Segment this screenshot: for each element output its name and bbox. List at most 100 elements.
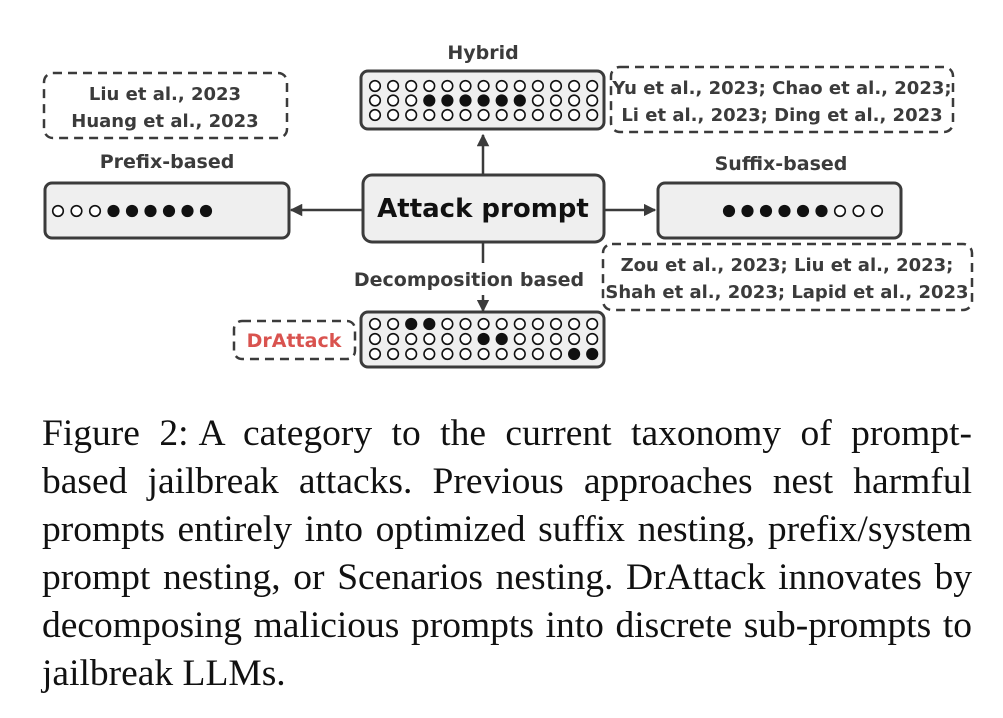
prefix-title: Prefix-based xyxy=(100,151,235,173)
hybrid-token-filled xyxy=(423,94,436,107)
hybrid-token-empty xyxy=(531,94,545,107)
prefix-token-row xyxy=(51,204,213,218)
decomposition-token-filled xyxy=(405,317,418,331)
drattack-label: DrAttack xyxy=(247,330,342,352)
hybrid-token-empty xyxy=(405,79,418,93)
hybrid-token-empty xyxy=(586,94,599,107)
suffix-token-empty xyxy=(852,204,865,218)
hybrid-token-empty xyxy=(513,108,526,122)
hybrid-title: Hybrid xyxy=(447,42,518,64)
decomposition-token-empty xyxy=(531,332,545,346)
decomposition-token-empty xyxy=(567,332,581,346)
hybrid-token-empty xyxy=(549,79,563,93)
caption-label: Figure 2: xyxy=(42,413,189,454)
decomposition-token-empty xyxy=(387,347,400,361)
prefix-token-filled xyxy=(199,204,213,218)
hybrid-token-empty xyxy=(441,108,454,122)
suffix-references: Zou et al., 2023; Liu et al., 2023; Shah… xyxy=(601,242,974,312)
decomposition-token-empty xyxy=(531,347,545,361)
drattack-method: DrAttack xyxy=(232,319,357,361)
prefix-ref-line-1: Liu et al., 2023 xyxy=(89,84,241,105)
hybrid-token-empty xyxy=(405,94,418,107)
prefix-token-filled xyxy=(107,204,120,218)
suffix-ref-line-2: Shah et al., 2023; Lapid et al., 2023 xyxy=(605,282,968,303)
hybrid-token-empty xyxy=(405,108,418,122)
decomposition-token-grid xyxy=(368,317,599,361)
suffix-token-filled xyxy=(741,204,754,218)
hybrid-ref-line-2: Li et al., 2023; Ding et al., 2023 xyxy=(621,105,942,126)
suffix-token-empty xyxy=(870,204,884,218)
decomposition-token-empty xyxy=(549,347,563,361)
prefix-token-filled xyxy=(125,204,139,218)
decomposition-token-empty xyxy=(586,332,599,346)
decomposition-token-empty xyxy=(549,317,563,331)
suffix-token-row xyxy=(722,204,884,218)
hybrid-token-filled xyxy=(441,94,454,107)
hybrid-token-empty xyxy=(567,94,581,107)
figure-caption: Figure 2:A category to the current taxon… xyxy=(42,410,972,698)
suffix-token-filled xyxy=(796,204,810,218)
hybrid-token-empty xyxy=(495,108,508,122)
decomposition-token-empty xyxy=(495,347,508,361)
decomposition-token-filled xyxy=(495,332,508,346)
prefix-token-filled xyxy=(162,204,176,218)
prefix-ref-line-2: Huang et al., 2023 xyxy=(71,111,258,132)
hybrid-token-empty xyxy=(549,108,563,122)
prefix-token-empty xyxy=(88,204,102,218)
decomposition-token-empty xyxy=(567,317,581,331)
decomposition-token-empty xyxy=(441,347,454,361)
suffix-token-filled xyxy=(815,204,828,218)
decomposition-token-empty xyxy=(405,347,418,361)
hybrid-token-empty xyxy=(459,108,472,122)
hybrid-token-filled xyxy=(477,94,490,107)
suffix-token-filled xyxy=(778,204,791,218)
prefix-token-filled xyxy=(181,204,194,218)
decomposition-token-empty xyxy=(513,317,526,331)
hybrid-token-empty xyxy=(441,79,454,93)
hybrid-references: Yu et al., 2023; Chao et al., 2023; Li e… xyxy=(609,65,955,134)
hybrid-token-empty xyxy=(423,79,436,93)
suffix-token-filled xyxy=(759,204,773,218)
prefix-references: Liu et al., 2023 Huang et al., 2023 xyxy=(42,71,289,140)
decomposition-node: Decomposition based xyxy=(354,269,606,369)
hybrid-token-empty xyxy=(387,108,400,122)
hybrid-token-empty xyxy=(549,94,563,107)
attack-prompt-label: Attack prompt xyxy=(377,194,589,224)
decomposition-token-empty xyxy=(441,332,454,346)
hybrid-token-grid xyxy=(368,79,599,122)
decomposition-token-empty xyxy=(368,317,382,331)
decomposition-token-empty xyxy=(477,317,490,331)
decomposition-token-empty xyxy=(531,317,545,331)
hybrid-token-empty xyxy=(368,79,382,93)
decomposition-token-empty xyxy=(459,317,472,331)
decomposition-token-empty xyxy=(549,332,563,346)
decomposition-token-filled xyxy=(567,347,581,361)
decomposition-token-empty xyxy=(586,317,599,331)
suffix-ref-line-1: Zou et al., 2023; Liu et al., 2023; xyxy=(621,255,954,276)
prefix-token-filled xyxy=(144,204,157,218)
hybrid-token-empty xyxy=(567,79,581,93)
hybrid-token-empty xyxy=(368,94,382,107)
caption-text: A category to the current taxonomy of pr… xyxy=(42,413,972,694)
decomposition-token-empty xyxy=(477,347,490,361)
decomposition-title: Decomposition based xyxy=(354,269,584,291)
decomposition-token-empty xyxy=(387,332,400,346)
hybrid-token-empty xyxy=(531,79,545,93)
hybrid-token-empty xyxy=(387,79,400,93)
hybrid-token-empty xyxy=(495,79,508,93)
attack-prompt-node: Attack prompt xyxy=(361,173,606,244)
decomposition-token-empty xyxy=(423,332,436,346)
hybrid-token-filled xyxy=(513,94,526,107)
hybrid-token-empty xyxy=(531,108,545,122)
hybrid-token-empty xyxy=(387,94,400,107)
decomposition-token-empty xyxy=(423,347,436,361)
decomposition-token-filled xyxy=(586,347,599,361)
decomposition-token-empty xyxy=(459,347,472,361)
hybrid-token-filled xyxy=(495,94,508,107)
taxonomy-diagram: Attack prompt Hybrid Yu et al., 2023; Ch… xyxy=(42,42,974,369)
decomposition-token-filled xyxy=(423,317,436,331)
suffix-node: Suffix-based xyxy=(656,153,903,240)
prefix-token-empty xyxy=(70,204,83,218)
hybrid-token-empty xyxy=(586,79,599,93)
prefix-token-empty xyxy=(51,204,65,218)
